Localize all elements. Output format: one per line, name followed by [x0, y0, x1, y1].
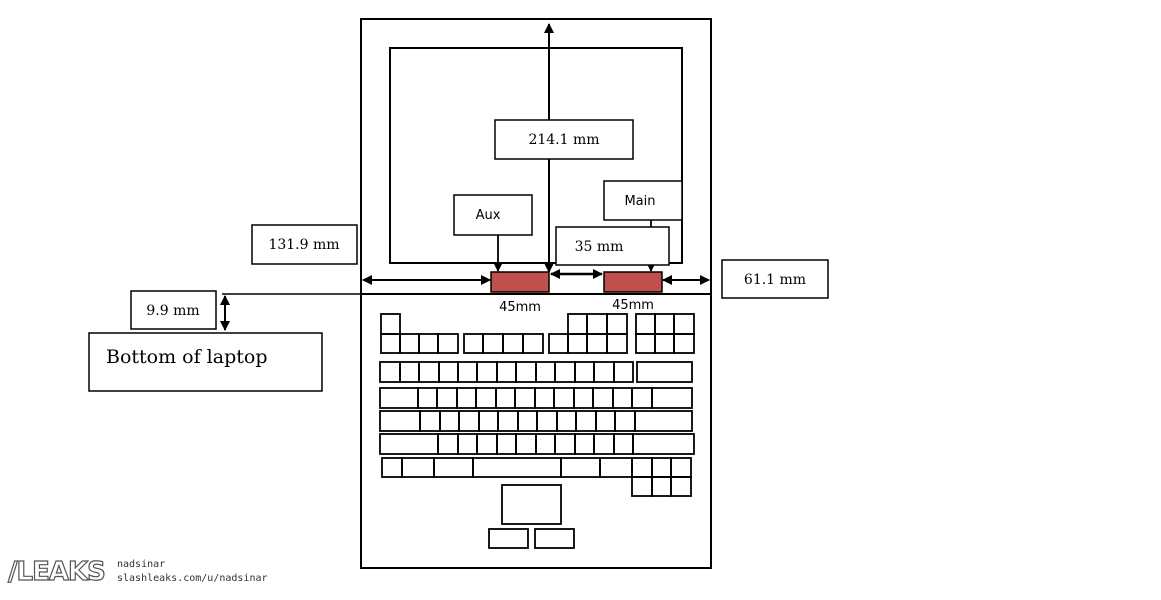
touchpad — [501, 484, 562, 525]
main-antenna — [603, 271, 663, 293]
touchpad-right-button — [534, 528, 575, 549]
bottom-label-box — [88, 332, 323, 392]
touchpad-left-button — [488, 528, 529, 549]
main-label-box — [603, 180, 683, 221]
screen-outline — [389, 47, 683, 264]
aux-width-label: 45mm — [499, 300, 541, 315]
depth-label-box — [130, 290, 217, 330]
aux-antenna — [490, 271, 550, 293]
main-label: Main — [624, 194, 655, 209]
left-distance-label: 131.9 mm — [268, 237, 339, 253]
keyboard — [379, 313, 695, 497]
main-width-label: 45mm — [612, 298, 654, 313]
spacing-label-box — [555, 226, 670, 266]
left-distance-label-box — [251, 224, 358, 265]
bottom-label: Bottom of laptop — [106, 346, 267, 368]
watermark-url: slashleaks.com/u/nadsinar — [117, 573, 268, 584]
watermark-user: nadsinar — [117, 559, 165, 570]
height-label-box — [494, 119, 634, 160]
height-label: 214.1 mm — [528, 132, 599, 148]
right-distance-label-box — [721, 259, 829, 299]
aux-label: Aux — [476, 208, 501, 223]
right-distance-label: 61.1 mm — [744, 272, 806, 288]
spacing-label: 35 mm — [575, 239, 624, 255]
aux-label-box — [453, 194, 533, 236]
depth-label: 9.9 mm — [146, 303, 199, 319]
watermark-logo: /LEAKS — [8, 557, 105, 587]
